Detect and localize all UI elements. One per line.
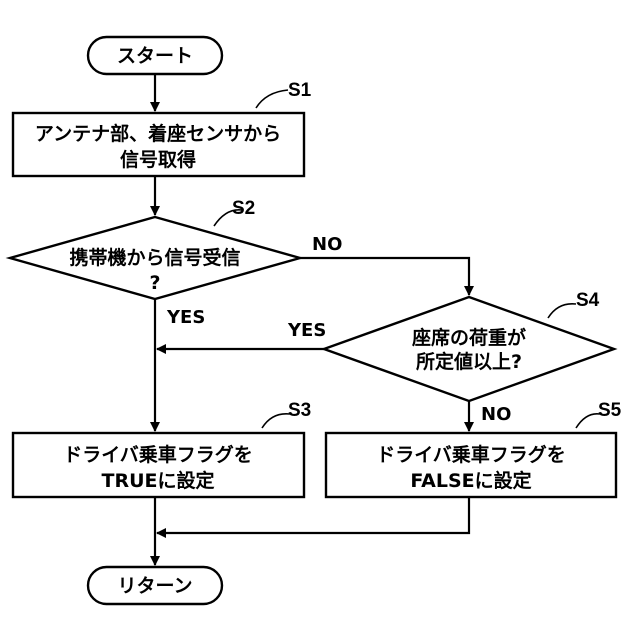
s4-line2: 所定値以上?	[416, 350, 522, 373]
s5-callout	[576, 414, 600, 428]
process-s1: アンテナ部、着座センサから 信号取得	[13, 113, 304, 176]
s2-line2: ?	[149, 272, 160, 294]
s5-line1: ドライバ乗車フラグを	[376, 443, 566, 466]
s4-line1: 座席の荷重が	[412, 326, 526, 349]
s2-line1: 携帯機から信号受信	[69, 246, 240, 269]
process-s5: ドライバ乗車フラグを FALSEに設定	[326, 433, 616, 497]
s3-line2: TRUEに設定	[102, 469, 215, 492]
s5-line2: FALSEに設定	[410, 469, 531, 492]
arrow-s2-no-s4	[300, 258, 469, 295]
s1-line2: 信号取得	[120, 148, 196, 171]
s4-no-label: NO	[481, 404, 511, 425]
start-label: スタート	[117, 45, 193, 67]
s2-no-label: NO	[312, 234, 342, 255]
s3-step-id: S3	[288, 400, 311, 421]
decision-s2: 携帯機から信号受信 ?	[10, 217, 300, 299]
arrow-s5-merge	[157, 497, 469, 533]
s2-step-id: S2	[232, 198, 255, 219]
s4-step-id: S4	[576, 290, 600, 311]
s3-line1: ドライバ乗車フラグを	[63, 443, 253, 466]
s5-step-id: S5	[598, 400, 622, 421]
s4-yes-label: YES	[287, 320, 326, 341]
s1-callout	[256, 90, 288, 108]
process-s3: ドライバ乗車フラグを TRUEに設定	[13, 433, 304, 497]
return-terminal: リターン	[88, 567, 222, 604]
s4-callout	[548, 304, 576, 318]
decision-s4: 座席の荷重が 所定値以上?	[324, 297, 614, 401]
s1-line1: アンテナ部、着座センサから	[35, 122, 281, 145]
s1-step-id: S1	[288, 80, 312, 101]
return-label: リターン	[117, 575, 192, 597]
s2-yes-label: YES	[166, 307, 205, 328]
s3-callout	[262, 414, 290, 428]
start-terminal: スタート	[88, 37, 222, 74]
